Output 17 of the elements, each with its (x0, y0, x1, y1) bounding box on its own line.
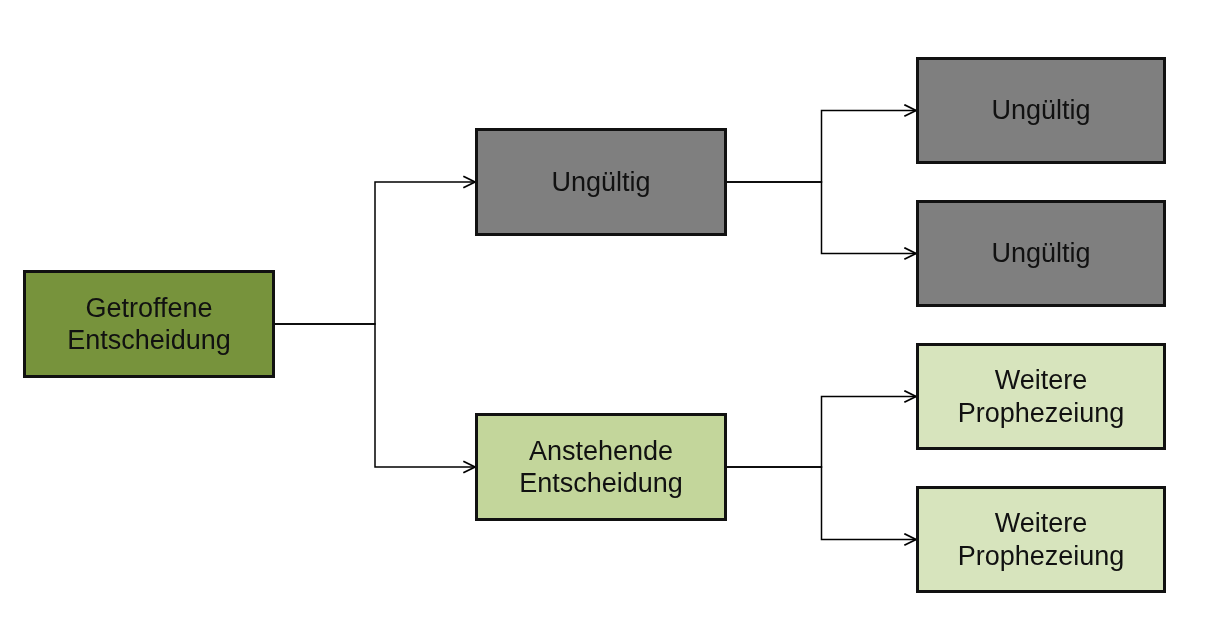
box-label: Ungültig (550, 165, 652, 199)
process-box (475, 413, 727, 521)
box-label: Ungültig (990, 237, 1092, 270)
box-label: Weitere Prophezeiung (956, 364, 1126, 429)
process-box (916, 486, 1166, 593)
box-label: Ungültig (990, 94, 1092, 127)
process-box (916, 343, 1166, 450)
arrow (726, 181, 917, 261)
process-box (916, 200, 1166, 307)
process-box (475, 128, 727, 236)
arrow (726, 466, 917, 547)
process-box (916, 57, 1166, 164)
arrow (274, 323, 476, 474)
box-label: Weitere Prophezeiung (956, 507, 1126, 572)
box-label: Anstehende Entscheidung (518, 434, 684, 500)
box-label: Getroffene Entscheidung (66, 291, 232, 357)
process-box (23, 270, 275, 378)
